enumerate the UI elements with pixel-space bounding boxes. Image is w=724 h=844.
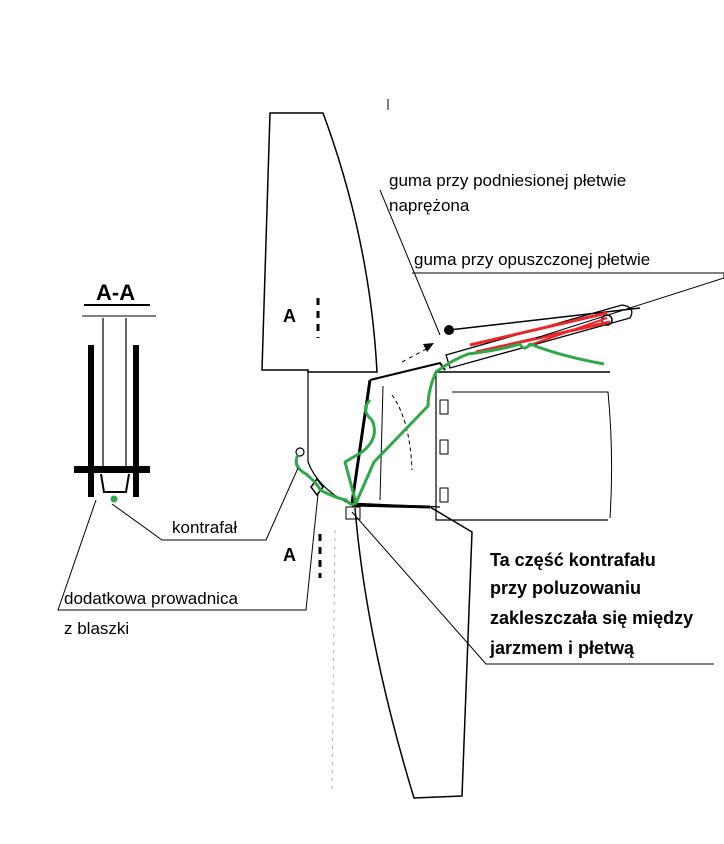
section-title: A-A: [96, 280, 135, 305]
section-marker-lower: A: [283, 545, 296, 565]
tiller: [444, 304, 641, 369]
leader-kontrafal: [111, 467, 299, 541]
fitting-2: [439, 439, 449, 455]
section-marker-upper: A: [283, 306, 296, 326]
rope-section-dot: [110, 495, 118, 503]
tiller-rod: [448, 307, 641, 331]
rubber-raised: [469, 311, 608, 347]
pivot-bolt: [74, 466, 150, 473]
kontrafal-rope: [294, 342, 605, 506]
cheek-plate-right: [133, 345, 139, 497]
rubber-bands: [469, 311, 611, 354]
fitting-1: [439, 399, 449, 415]
leader-guma-lowered: [412, 272, 724, 339]
transom-frame: [435, 371, 613, 521]
cheek-plate-left: [88, 345, 94, 497]
note-line-3: zakleszczała się między: [490, 608, 693, 628]
note-line-4: jarzmem i płetwą: [489, 638, 635, 658]
lower-blade-hatch: [331, 529, 336, 791]
label-guide-2: z blaszki: [64, 619, 129, 638]
kontrafal-cleat: [310, 477, 324, 497]
tiller-knob: [444, 325, 454, 335]
guide-plate: [100, 473, 130, 493]
rudder-cassette: [295, 343, 446, 520]
label-guma-raised-2: naprężona: [389, 196, 470, 215]
note-line-1: Ta część kontrafału: [490, 550, 656, 570]
lower-blade-outline: [354, 506, 473, 799]
label-kontrafal: kontrafał: [172, 518, 237, 537]
transom-outer-edge: [435, 372, 608, 521]
section-aa-detail: A-A: [74, 280, 156, 503]
labels: guma przy podniesionej płetwie naprężona…: [64, 171, 693, 658]
leader-guma-raised: [379, 189, 441, 336]
leader-lines: [57, 99, 724, 665]
fitting-3: [439, 487, 449, 503]
leader-guide: [57, 493, 319, 611]
cassette-bottom-edge: [351, 503, 431, 509]
note-line-2: przy poluzowaniu: [490, 578, 641, 598]
rubber-extra: [529, 317, 608, 346]
raise-direction-arrowhead: [423, 343, 434, 352]
label-guide-1: dodatkowa prowadnica: [64, 589, 238, 608]
upper-blade: A: [261, 112, 378, 373]
rope-path-inner: [343, 398, 376, 504]
tiller-arm-inner: [379, 385, 384, 501]
rubber-lowered: [475, 320, 611, 354]
pivot-block: [345, 506, 361, 520]
lower-blade: A: [283, 506, 473, 799]
label-guma-raised-1: guma przy podniesionej płetwie: [389, 171, 626, 190]
raise-direction-line: [401, 346, 431, 363]
tiller-body: [445, 304, 633, 369]
tiller-arm-bar: [350, 379, 372, 504]
rope-path-main: [294, 342, 605, 506]
kontrafal-pulley: [295, 447, 305, 457]
label-guma-lowered: guma przy opuszczonej płetwie: [414, 250, 650, 269]
leader-note: [351, 511, 714, 665]
upper-blade-outline: [261, 112, 378, 373]
transom-inner-edge: [452, 391, 613, 519]
